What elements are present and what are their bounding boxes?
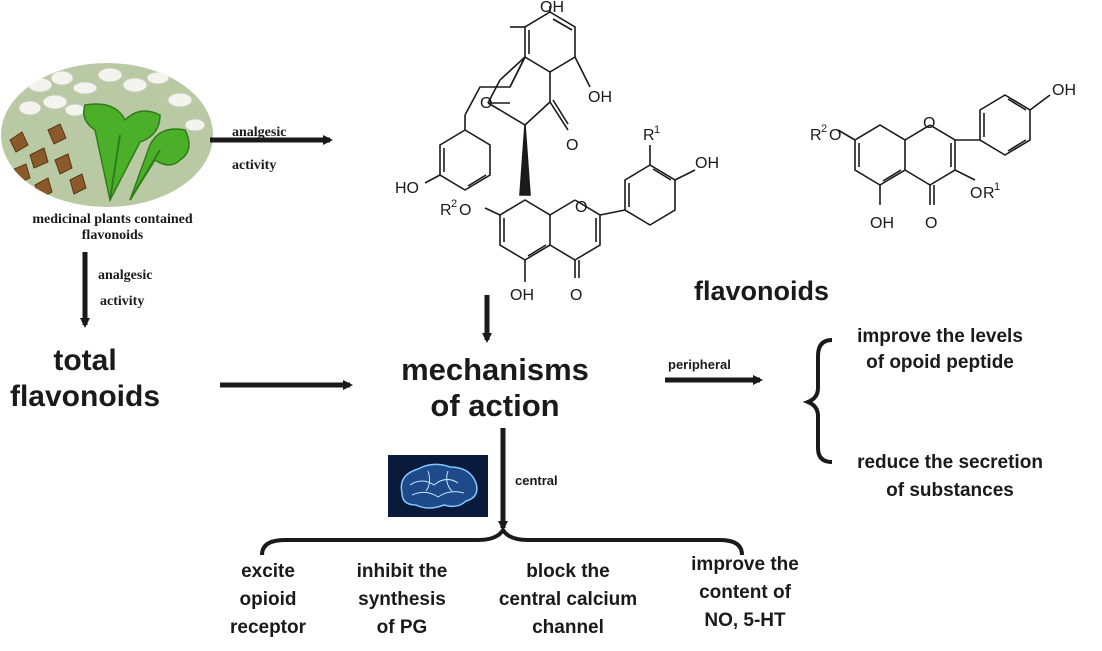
central-effect-2-line3: of PG: [376, 617, 428, 638]
peripheral-effect-2: reduce the secretion of substances: [834, 449, 1066, 505]
chem-o-ketone2: O: [570, 287, 582, 304]
chem-o-e: O: [575, 199, 587, 216]
chem-r2-o: O: [459, 202, 471, 219]
chem-oh-right-top: OH: [1052, 82, 1076, 99]
peripheral-effect-2-line1: reduce the secretion: [857, 452, 1043, 473]
mechanisms-line1: mechanisms: [401, 352, 589, 387]
central-effect-2: inhibit the synthesis of PG: [338, 558, 466, 642]
chem-o-ring-right: O: [923, 115, 935, 132]
mechanisms-line2: of action: [430, 388, 560, 423]
chem-r2-right-o: O: [829, 127, 841, 144]
peripheral-effect-1-line1: improve the levels: [857, 326, 1023, 347]
chem-r2-right-sup: 2: [821, 123, 827, 135]
chem-r1-sup: 1: [654, 124, 660, 136]
chem-o-c: O: [480, 95, 492, 112]
total-line1: total: [53, 344, 117, 377]
chem-oh-a: OH: [588, 89, 612, 106]
central-brace: [260, 526, 744, 556]
top-arrow-label-line1: analgesic: [232, 125, 287, 140]
central-effect-3: block the central calcium channel: [478, 558, 658, 642]
peripheral-effect-2-line2: of substances: [886, 480, 1014, 501]
chem-r2: R: [440, 202, 452, 219]
central-effect-4-line3: NO, 5-HT: [704, 610, 786, 631]
central-effect-3-line2: central calcium: [498, 589, 638, 610]
total-line2: flavonoids: [9, 380, 160, 413]
plants-caption-line2: flavonoids: [81, 228, 144, 243]
peripheral-effect-1: improve the levels of opoid peptide: [840, 324, 1040, 376]
plants-caption: medicinal plants contained flavonoids: [0, 212, 225, 244]
central-effect-4: improve the content of NO, 5-HT: [670, 551, 820, 635]
chem-or1-r: R: [983, 185, 995, 202]
central-effect-1: excite opioid receptor: [218, 558, 318, 642]
central-label: central: [515, 473, 558, 488]
chem-oh-top: OH: [540, 0, 564, 16]
total-flavonoids: total flavonoids: [0, 343, 170, 415]
flavonoids-label: flavonoids: [694, 276, 830, 306]
central-effect-4-line2: content of: [699, 582, 791, 603]
central-effect-2-line1: inhibit the: [356, 561, 448, 582]
chem-oh-d: OH: [510, 287, 534, 304]
top-arrow-label-line2: activity: [232, 158, 277, 173]
plants-caption-line1: medicinal plants contained: [32, 212, 193, 227]
chem-or1-sup: 1: [994, 181, 1000, 193]
chem-o-ketone-right: O: [925, 215, 937, 232]
central-effect-3-line3: channel: [532, 617, 604, 638]
chem-oh-f: OH: [695, 155, 719, 172]
peripheral-effect-1-line2: of opoid peptide: [866, 352, 1014, 373]
chem-r1: R: [643, 127, 655, 144]
central-effect-1-line3: receptor: [229, 617, 307, 638]
peripheral-label: peripheral: [668, 357, 731, 372]
medicinal-plants-image: [0, 60, 215, 210]
chem-oh-right: OH: [870, 215, 894, 232]
mechanisms-of-action: mechanisms of action: [380, 352, 610, 424]
left-arrow-label-line2: activity: [100, 294, 145, 309]
chem-or1-o: O: [970, 185, 982, 202]
left-arrow-label-line1: analgesic: [98, 268, 153, 283]
chem-o-ketone1: O: [566, 137, 578, 154]
central-effect-4-line1: improve the: [691, 554, 799, 575]
peripheral-brace: [802, 338, 833, 464]
central-effect-2-line2: synthesis: [358, 589, 446, 610]
central-effect-3-line1: block the: [526, 561, 610, 582]
central-effect-1-line2: opioid: [239, 589, 297, 610]
chem-ho-b: HO: [395, 180, 419, 197]
chem-r2-right: R: [810, 127, 822, 144]
central-effect-1-line1: excite: [241, 561, 295, 582]
brain-image: [388, 455, 488, 517]
left-arrow-label: analgesic activity: [98, 263, 152, 315]
chem-r2-sup: 2: [451, 198, 457, 210]
top-arrow-label: analgesic activity: [232, 115, 286, 183]
